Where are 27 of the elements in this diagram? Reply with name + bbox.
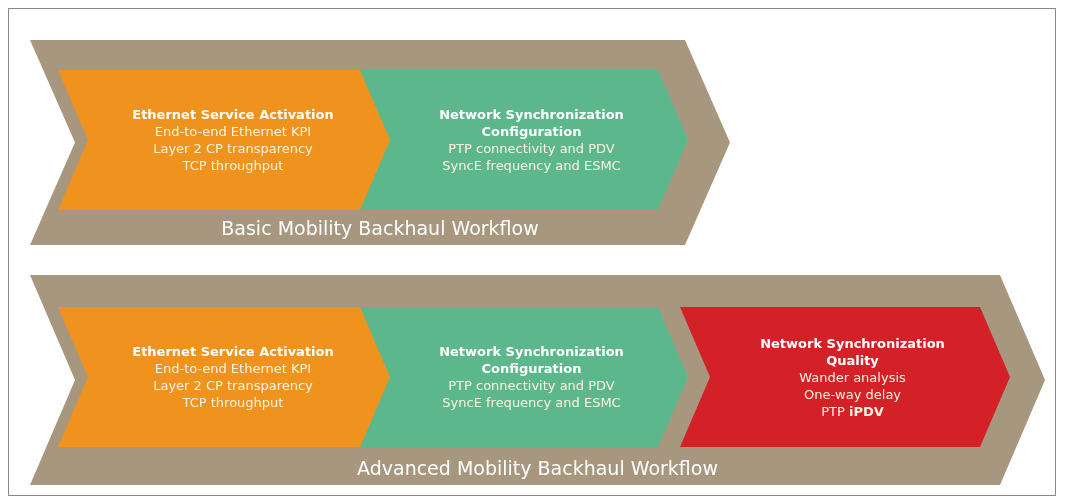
workflow-title: Basic Mobility Backhaul Workflow	[220, 217, 540, 239]
workflow-band	[30, 40, 730, 245]
step-panel	[58, 70, 393, 210]
workflow-band	[30, 275, 1045, 485]
step-heading: Network Synchronization Quality	[759, 334, 946, 369]
step-item: SyncE frequency and ESMC	[442, 394, 621, 411]
step-item: End-to-end Ethernet KPI	[154, 123, 312, 140]
step-panel	[360, 70, 688, 210]
step-item: TCP throughput	[182, 394, 284, 411]
step-panel	[58, 307, 393, 447]
step-heading: Ethernet Service Activation	[132, 106, 334, 123]
step-heading: Ethernet Service Activation	[132, 343, 334, 360]
step-heading: Network Synchronization Configuration	[438, 343, 625, 377]
step-panel	[680, 307, 1010, 447]
step-item: TCP throughput	[182, 157, 284, 174]
step-item: Layer 2 CP transparency	[153, 377, 313, 394]
step-heading: Network Synchronization Configuration	[438, 106, 625, 140]
step-item: Layer 2 CP transparency	[153, 140, 313, 157]
step-item: PTP connectivity and PDV	[448, 377, 615, 394]
step-item: One-way delay	[803, 385, 902, 403]
step-item: SyncE frequency and ESMC	[442, 157, 621, 174]
step-item: PTP connectivity and PDV	[448, 140, 615, 157]
workflow-title: Advanced Mobility Backhaul Workflow	[356, 457, 719, 479]
step-item: Wander analysis	[799, 368, 906, 386]
step-item: PTP iPDV	[821, 402, 884, 420]
step-panel	[360, 307, 688, 447]
step-item: End-to-end Ethernet KPI	[154, 360, 312, 377]
